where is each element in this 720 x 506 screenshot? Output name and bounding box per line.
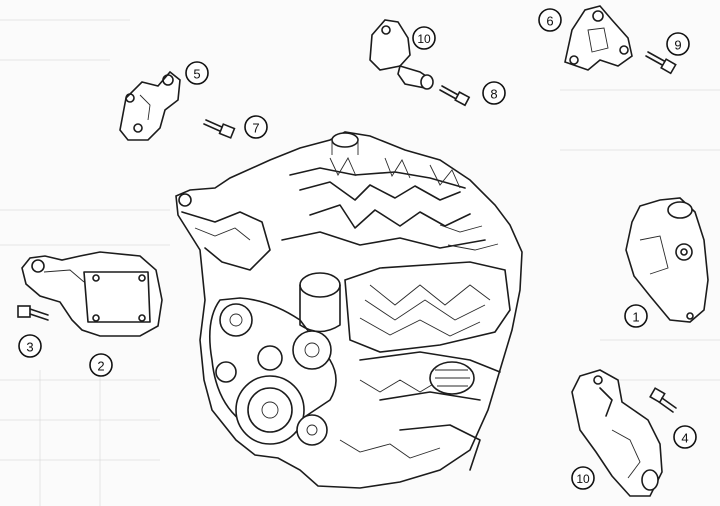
callout-6-label: 6 [546, 14, 553, 29]
bracket-part-6 [564, 5, 633, 71]
bolt-part-4 [649, 387, 677, 413]
callout-10-upper: 10 [412, 26, 436, 50]
callout-3: 3 [18, 334, 42, 358]
callout-8-label: 8 [490, 87, 497, 102]
callout-7: 7 [244, 115, 268, 139]
callout-10-lower: 10 [571, 466, 595, 490]
callout-8: 8 [482, 81, 506, 105]
support-part-10-lower [571, 369, 663, 497]
callout-3-label: 3 [26, 340, 33, 355]
bolt-part-9 [645, 51, 677, 75]
callout-5: 5 [185, 61, 209, 85]
bolt-part-8 [439, 85, 471, 107]
bracket-part-10-upper [369, 19, 434, 90]
engine-mount-part-2 [21, 251, 163, 337]
engine-mount-part-1 [625, 197, 709, 323]
callout-4: 4 [673, 425, 697, 449]
bolt-part-7 [203, 119, 236, 139]
callout-4-label: 4 [681, 431, 688, 446]
callout-1: 1 [624, 304, 648, 328]
callout-5-label: 5 [193, 67, 200, 82]
callout-2-label: 2 [97, 359, 104, 374]
callout-1-label: 1 [632, 310, 639, 325]
callout-6: 6 [538, 8, 562, 32]
callout-7-label: 7 [252, 121, 259, 136]
bracket-part-5 [119, 70, 181, 141]
engine-assembly [175, 131, 523, 489]
callout-9: 9 [666, 32, 690, 56]
callout-10-upper-label: 10 [417, 32, 431, 46]
callout-2: 2 [89, 353, 113, 377]
bolt-part-3 [17, 305, 49, 321]
callout-9-label: 9 [674, 38, 681, 53]
background-ghost-grid [0, 19, 720, 506]
callout-10-lower-label: 10 [576, 472, 590, 486]
